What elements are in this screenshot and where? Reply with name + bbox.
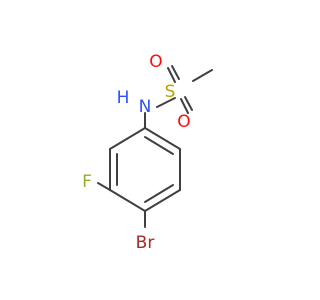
bond-s-o-bottom-1 xyxy=(180,98,189,114)
bromine-label: Br xyxy=(136,233,155,253)
bond-s-o-top-1 xyxy=(167,67,176,83)
amine-hydrogen-label: H xyxy=(117,88,130,108)
oxygen-top-label: O xyxy=(149,52,162,72)
molecule-structure: O O S H N F Br xyxy=(82,52,213,253)
bond-s-o-top-2 xyxy=(171,65,180,80)
molecule-diagram: O O S H N F Br xyxy=(82,52,213,253)
amine-nitrogen-label: N xyxy=(139,97,152,117)
fluorine-label: F xyxy=(82,172,92,192)
ring-bond-6 xyxy=(109,127,146,150)
ring-double-inner-1 xyxy=(144,136,174,155)
bond-s-o-bottom-2 xyxy=(184,96,193,111)
oxygen-bottom-label: O xyxy=(177,112,190,132)
ring-bond-1 xyxy=(144,127,181,150)
ring-bond-3 xyxy=(144,189,181,212)
bond-s-methyl xyxy=(192,69,213,82)
sulfur-label: S xyxy=(165,82,176,102)
ring-double-inner-2 xyxy=(144,184,174,203)
bond-s-n xyxy=(156,97,176,108)
ring-bond-4 xyxy=(109,189,146,212)
bond-c-f xyxy=(97,182,111,191)
atom-labels: O O S H N F Br xyxy=(82,52,191,253)
bonds xyxy=(97,65,213,228)
